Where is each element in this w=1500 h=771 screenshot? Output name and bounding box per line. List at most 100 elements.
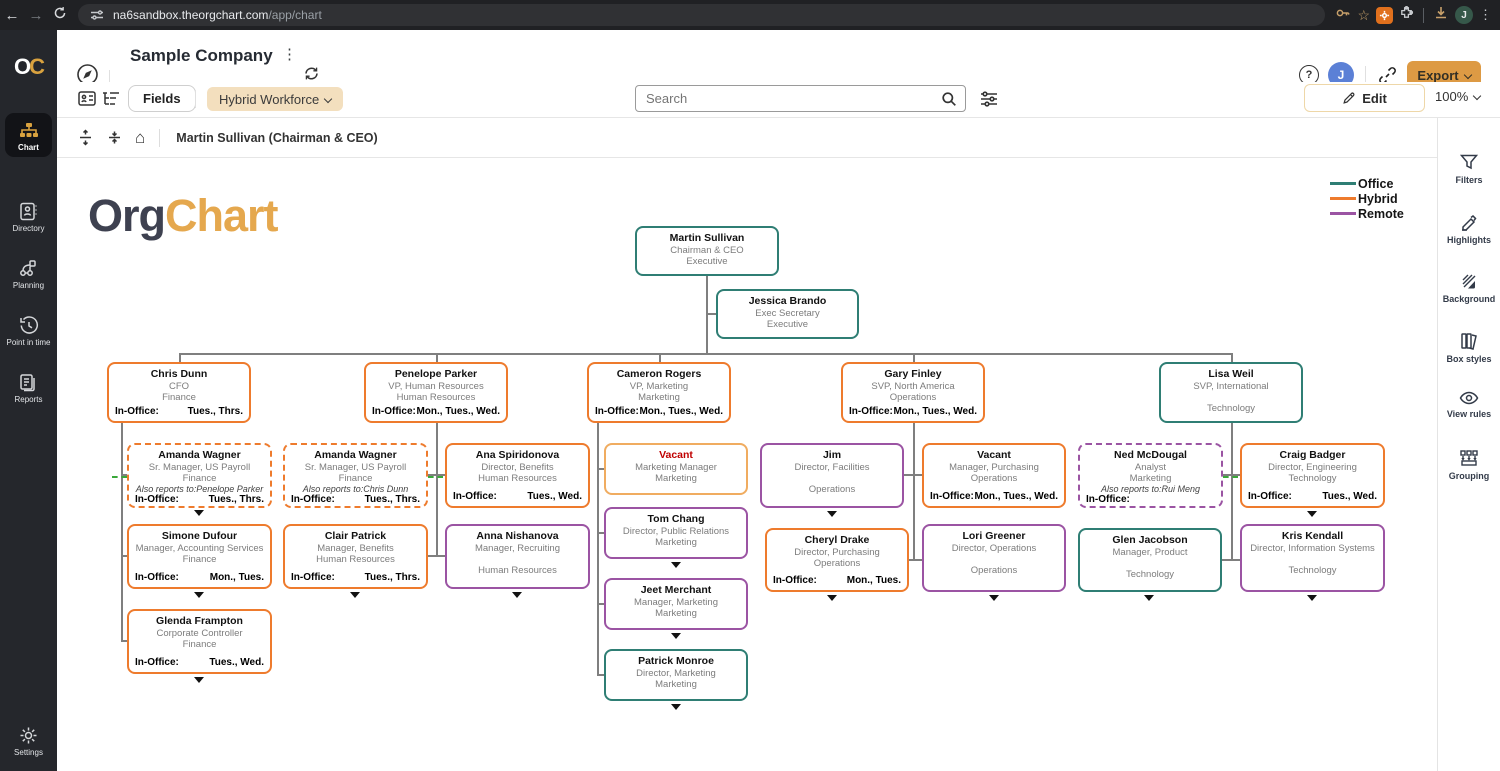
advanced-filter-icon[interactable] (980, 91, 998, 112)
sidebar-item-point-in-time[interactable]: Point in time (0, 316, 57, 347)
browser-profile-avatar[interactable]: J (1455, 6, 1473, 24)
employee-name: Amanda Wagner (314, 449, 397, 461)
expand-children-toggle[interactable] (350, 592, 360, 598)
zoom-level-dropdown[interactable]: 100% (1435, 89, 1482, 104)
employee-title: Director, Marketing (636, 667, 716, 679)
expand-children-toggle[interactable] (512, 592, 522, 598)
expand-children-toggle[interactable] (194, 677, 204, 683)
extensions-puzzle-icon[interactable] (1399, 5, 1414, 25)
panel-item-box-styles[interactable]: Box styles (1438, 332, 1500, 364)
panel-item-view-rules[interactable]: View rules (1438, 391, 1500, 419)
expand-children-toggle[interactable] (1307, 595, 1317, 601)
reload-icon[interactable] (48, 6, 72, 24)
pencil-icon (1343, 92, 1355, 104)
browser-menu-kebab-icon[interactable]: ⋮ (1479, 7, 1492, 22)
search-icon[interactable] (941, 91, 957, 107)
in-office-days: Tues., Wed. (1322, 491, 1377, 502)
employee-title: Director, Purchasing (794, 546, 880, 558)
extension-orange-icon[interactable] (1376, 6, 1393, 24)
connector-line (597, 603, 605, 605)
employee-department: Executive (766, 318, 809, 330)
panel-item-highlights[interactable]: Highlights (1438, 214, 1500, 245)
sidebar-item-directory[interactable]: Directory (0, 202, 57, 233)
edit-button[interactable]: Edit (1304, 84, 1425, 112)
employee-department: Marketing (655, 678, 697, 690)
employee-title: Director, Information Systems (1250, 542, 1375, 554)
employee-department: Technology (1206, 402, 1256, 414)
expand-children-toggle[interactable] (671, 633, 681, 639)
site-info-icon[interactable] (90, 9, 104, 21)
employee-name: Amanda Wagner (158, 449, 241, 461)
panel-item-grouping[interactable]: Grouping (1438, 450, 1500, 481)
card-view-icon[interactable] (78, 91, 96, 111)
bookmark-star-icon[interactable]: ☆ (1357, 6, 1370, 23)
panel-item-filters[interactable]: Filters (1438, 154, 1500, 185)
employee-department: Operations (889, 391, 937, 403)
expand-children-toggle[interactable] (827, 595, 837, 601)
fields-button[interactable]: Fields (128, 85, 196, 112)
in-office-row: In-Office:Tues., Wed. (1242, 491, 1383, 502)
panel-item-background[interactable]: Background (1438, 273, 1500, 304)
back-icon[interactable]: ← (4, 6, 20, 24)
employee-title: SVP, North America (871, 380, 955, 392)
expand-children-toggle[interactable] (671, 562, 681, 568)
download-icon[interactable] (1433, 5, 1449, 26)
expand-children-toggle[interactable] (1144, 595, 1154, 601)
view-selector-dropdown[interactable]: Hybrid Workforce (207, 87, 344, 111)
sidebar-item-planning[interactable]: Planning (0, 259, 57, 290)
refresh-icon[interactable] (303, 65, 320, 87)
employee-title: Chairman & CEO (670, 244, 744, 256)
employee-title: Marketing Manager (635, 461, 717, 473)
spacer (924, 554, 1064, 565)
sidebar-item-reports[interactable]: Reports (0, 373, 57, 404)
sidebar-item-settings[interactable]: Settings (0, 726, 57, 757)
home-icon[interactable]: ⌂ (135, 127, 146, 147)
expand-children-toggle[interactable] (1307, 511, 1317, 517)
expand-children-toggle[interactable] (194, 510, 204, 516)
forward-icon[interactable]: → (28, 6, 44, 24)
expand-children-toggle[interactable] (671, 704, 681, 710)
search-input[interactable] (636, 91, 941, 106)
expand-children-toggle[interactable] (827, 511, 837, 517)
url-bar[interactable]: na6sandbox.theorgchart.com/app/chart (78, 4, 1326, 26)
expand-children-toggle[interactable] (194, 592, 204, 598)
breadcrumb[interactable]: Martin Sullivan (Chairman & CEO) (176, 130, 378, 145)
chart-menu-kebab-icon[interactable]: ⋮ (282, 46, 297, 63)
outline-view-icon[interactable] (102, 91, 120, 111)
employee-name: Craig Badger (1279, 449, 1346, 461)
expand-levels-icon[interactable] (77, 129, 94, 146)
collapse-levels-icon[interactable] (106, 129, 123, 146)
employee-name: Cameron Rogers (616, 368, 702, 380)
expand-children-toggle[interactable] (989, 595, 999, 601)
background-texture-icon (1462, 274, 1476, 289)
password-key-icon[interactable] (1335, 5, 1351, 26)
sidebar-item-chart[interactable]: Chart (0, 113, 57, 157)
